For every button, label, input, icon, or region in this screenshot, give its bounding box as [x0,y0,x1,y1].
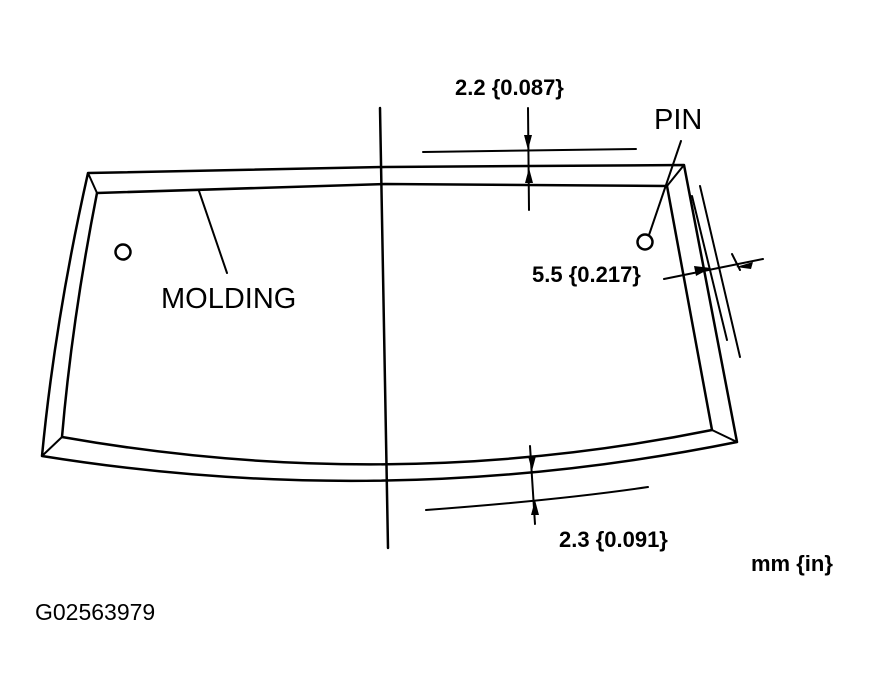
bottom-gap-label: 2.3 {0.091} [559,527,668,552]
side-gap-label: 5.5 {0.217} [532,262,641,287]
pin-hole-left [114,243,132,261]
bottom-body-reference-line [425,486,649,511]
bottom-gap-dimension [528,445,539,525]
center-line [378,106,390,550]
molding-corner-top-right [666,164,685,187]
top-gap-dimension [524,107,533,211]
molding-inner-edge [60,182,714,466]
side-body-reference-line-1 [699,185,741,358]
top-body-reference-line [422,148,637,153]
figure-code: G02563979 [35,599,155,625]
glass-outline [40,163,739,483]
pin-label: PIN [654,104,702,136]
pin-leader-line [648,140,682,236]
molding-label: MOLDING [161,283,296,315]
side-gap-dimension [663,253,764,280]
pin-hole-right [636,233,654,251]
molding-leader-line [198,190,228,274]
molding-corner-top-left [87,172,98,194]
top-gap-label: 2.2 {0.087} [455,75,564,100]
units-label: mm {in} [751,551,833,576]
molding-corner-bottom-right [711,429,738,443]
molding-corner-bottom-left [41,436,63,457]
